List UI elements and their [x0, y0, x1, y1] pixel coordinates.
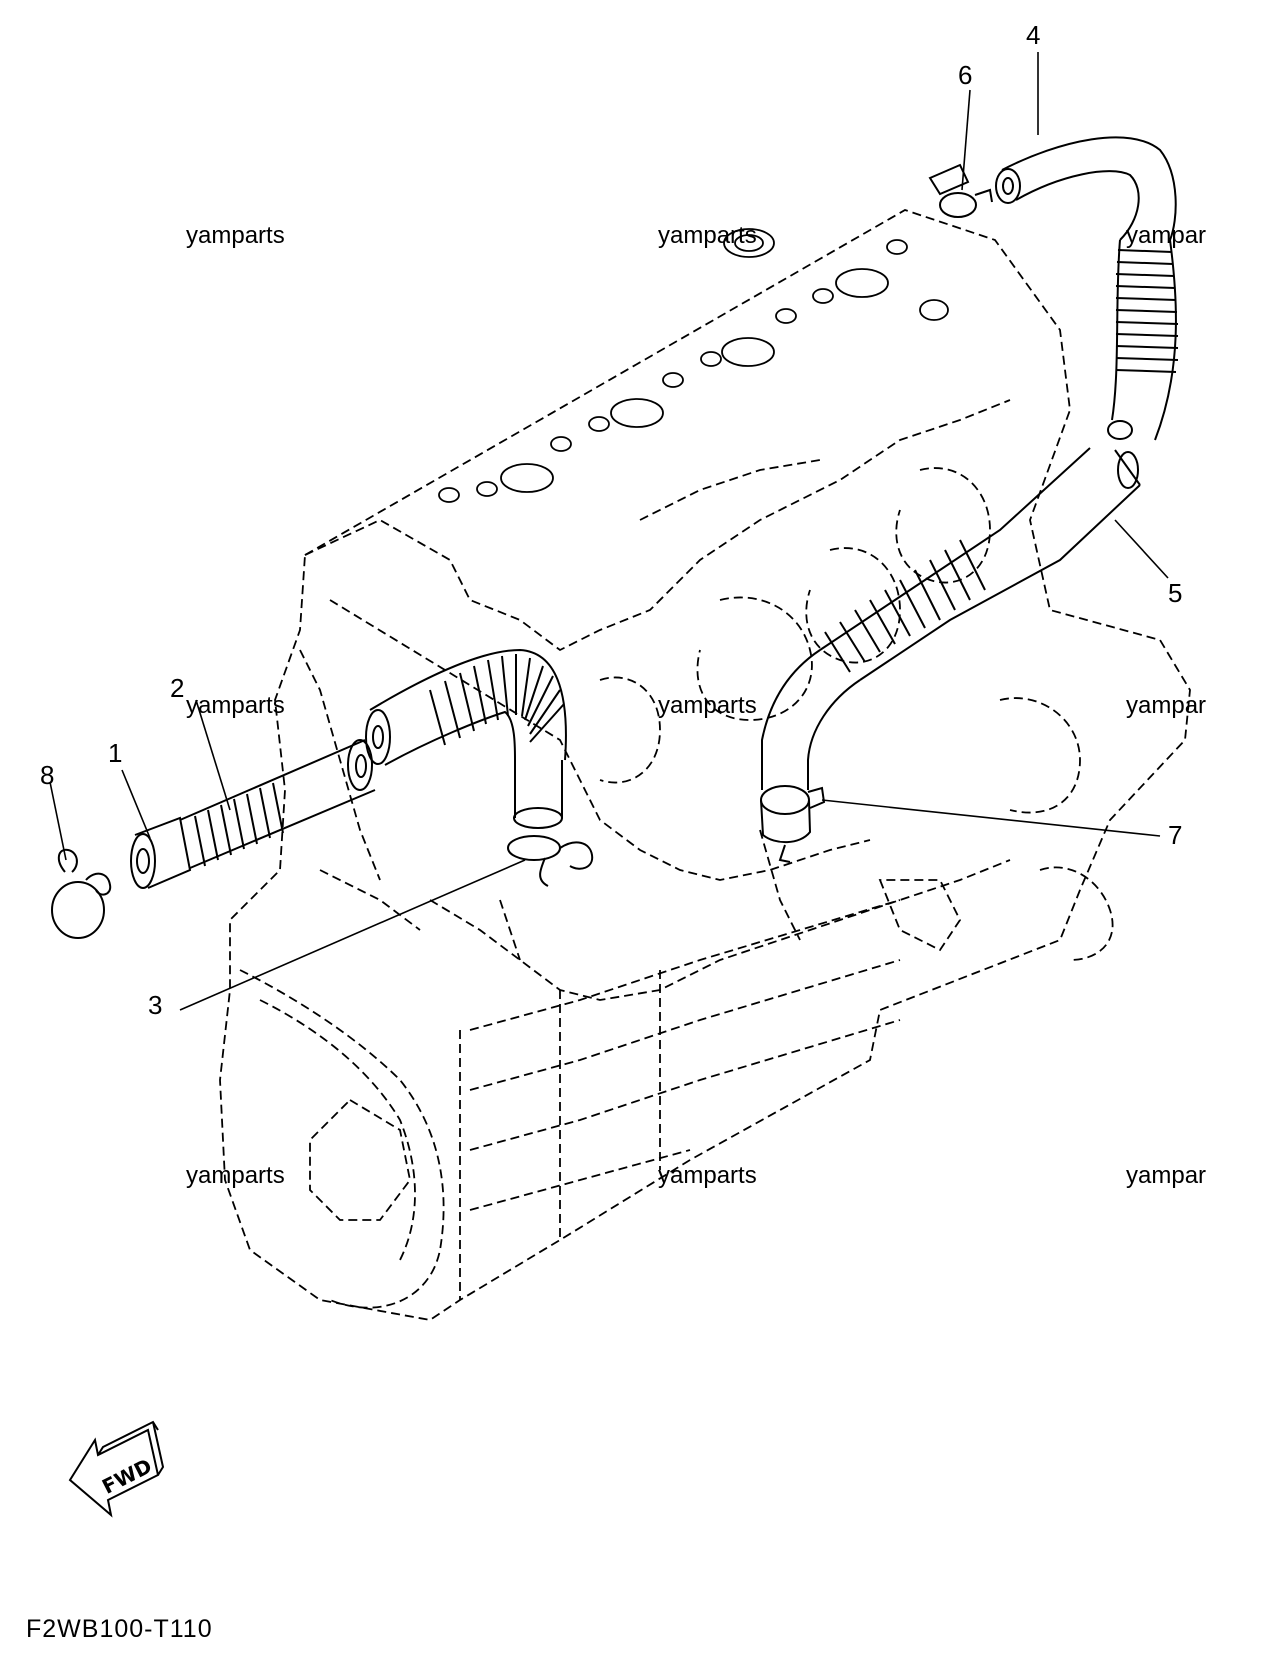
- engine-block-outline: [219, 209, 1191, 1321]
- head-ports: [438, 228, 949, 503]
- callout-4: 4: [1026, 20, 1041, 50]
- callout-6: 6: [958, 60, 973, 90]
- clip-3: [507, 835, 594, 887]
- watermark: yamparts: [186, 222, 285, 249]
- fwd-arrow-icon: [68, 1420, 165, 1518]
- callout-3: 3: [148, 990, 163, 1020]
- callout-8: 8: [40, 760, 55, 790]
- watermark: yamparts: [186, 1162, 285, 1189]
- watermark: yamparts: [658, 692, 757, 719]
- callout-1: 1: [108, 738, 123, 768]
- watermark: yamparts: [658, 222, 757, 249]
- callout-7: 7: [1168, 820, 1183, 850]
- watermark: yamparts: [658, 1162, 757, 1189]
- watermark-clipped: yampar: [1126, 692, 1207, 719]
- leader-lines: [49, 52, 1169, 1011]
- hose-4: [995, 136, 1179, 441]
- clip-8: [51, 848, 112, 939]
- watermark-clipped: yampar: [1126, 1162, 1207, 1189]
- clip-7: [760, 785, 826, 863]
- fwd-label: FWD: [98, 1454, 156, 1499]
- clip-6: [928, 163, 993, 218]
- callout-2: 2: [170, 673, 185, 703]
- hose-1: [130, 816, 192, 889]
- callout-5: 5: [1168, 578, 1183, 608]
- watermark: yamparts: [186, 692, 285, 719]
- hose-2: [179, 739, 376, 869]
- drawing-code: F2WB100-T110: [26, 1615, 213, 1643]
- hose-elbow: [365, 648, 567, 829]
- watermark-clipped: yampar: [1126, 222, 1207, 249]
- hose-5: [761, 447, 1141, 790]
